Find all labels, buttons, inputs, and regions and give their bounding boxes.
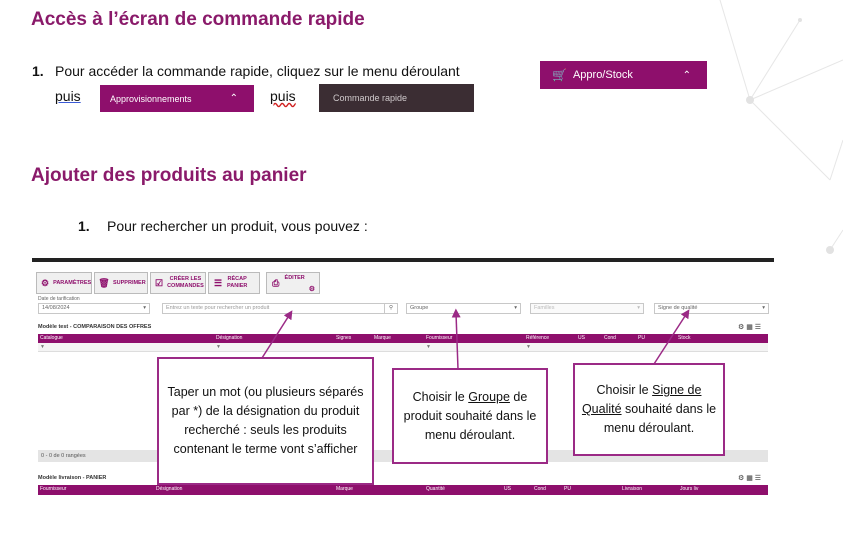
- date-field[interactable]: 14/08/2024 ▾: [38, 303, 150, 314]
- grid-tools-icons[interactable]: ⚙ ▦ ☰: [738, 324, 762, 331]
- menu-approvisionnements-label: Approvisionnements: [110, 93, 192, 104]
- check-icon: ☑: [155, 277, 164, 288]
- offres-grid-header: Catalogue Désignation Signes Marque Four…: [38, 334, 768, 343]
- chevron-down-icon: ▾: [143, 305, 146, 311]
- menu-approvisionnements-button[interactable]: Approvisionnements ⌃: [100, 85, 254, 112]
- filter-icon: ▼: [216, 344, 221, 350]
- col-jours-liv[interactable]: Jours liv: [680, 486, 699, 492]
- menu-appro-stock-button[interactable]: 🛒 Appro/Stock ⌃: [540, 61, 707, 89]
- col-cond[interactable]: Cond: [534, 486, 546, 492]
- recap-panier-button[interactable]: ☰ RÉCAP PANIER: [208, 272, 260, 294]
- callout-signe-qualite: Choisir le Signe de Qualité souhaité dan…: [573, 363, 725, 456]
- trash-icon: 🗑: [98, 277, 110, 288]
- signe-link-text: Signe de Qualité: [581, 383, 702, 416]
- offres-filter-row[interactable]: ▼ ▼ ▼ ▼: [38, 343, 768, 352]
- chevron-up-icon: ⌃: [682, 69, 691, 81]
- familles-select[interactable]: Familles ▾: [530, 303, 644, 314]
- settings-small-icon: ⚙: [308, 286, 315, 293]
- basket-icon: 🛒: [552, 68, 567, 82]
- puis-text-1: puis: [55, 88, 81, 104]
- col-reference[interactable]: Référence: [526, 335, 550, 341]
- chevron-down-icon: ▾: [637, 305, 640, 311]
- panier-grid-title: Modèle livraison - PANIER: [38, 475, 107, 481]
- filter-icon: ▼: [426, 344, 431, 350]
- callout-groupe: Choisir le Groupe de produit souhaité da…: [392, 368, 548, 464]
- step-number-2: 1.: [78, 218, 90, 234]
- col-signes[interactable]: Signes: [336, 335, 352, 341]
- col-marque[interactable]: Marque: [374, 335, 391, 341]
- col-pu[interactable]: PU: [564, 486, 571, 492]
- chevron-down-icon: ▾: [762, 305, 765, 311]
- col-fournisseur[interactable]: Fournisseur: [40, 486, 67, 492]
- creer-commandes-button[interactable]: ☑ CRÉER LES COMMANDES: [150, 272, 206, 294]
- menu-commande-rapide-button[interactable]: Commande rapide: [319, 84, 474, 112]
- section-title-acces: Accès à l’écran de commande rapide: [31, 9, 365, 30]
- col-stock[interactable]: Stock: [678, 335, 691, 341]
- col-fournisseur[interactable]: Fournisseur: [426, 335, 453, 341]
- step-number: 1.: [32, 63, 44, 79]
- col-catalogue[interactable]: Catalogue: [40, 335, 63, 341]
- menu-appro-stock-label: Appro/Stock: [572, 69, 633, 81]
- step-text-recherche: Pour rechercher un produit, vous pouvez …: [107, 218, 368, 234]
- callout-recherche-mot: Taper un mot (ou plusieurs séparés par *…: [157, 357, 374, 485]
- chevron-down-icon: ▾: [514, 305, 517, 311]
- panier-grid-header: Fournisseur Désignation Marque Quantité …: [38, 485, 768, 495]
- section-title-ajouter: Ajouter des produits au panier: [31, 165, 307, 186]
- chevron-up-icon: ⌃: [229, 93, 238, 104]
- col-livraison[interactable]: Livraison: [622, 486, 643, 492]
- printer-icon: ⎙: [272, 277, 280, 288]
- filter-icon: ▼: [40, 344, 45, 350]
- col-us[interactable]: US: [578, 335, 585, 341]
- offres-grid-title: Modèle test - COMPARAISON DES OFFRES: [38, 324, 152, 330]
- col-quantite[interactable]: Quantité: [426, 486, 445, 492]
- groupe-select[interactable]: Groupe ▾: [406, 303, 521, 314]
- col-designation[interactable]: Désignation: [156, 486, 183, 492]
- col-pu[interactable]: PU: [638, 335, 645, 341]
- parametres-button[interactable]: ⚙ PARAMÈTRES: [36, 272, 92, 294]
- col-marque[interactable]: Marque: [336, 486, 353, 492]
- supprimer-button[interactable]: 🗑 SUPPRIMER: [94, 272, 148, 294]
- panier-tools-icons[interactable]: ⚙ ▦ ☰: [738, 475, 762, 482]
- step-text-acces: Pour accéder la commande rapide, cliquez…: [55, 63, 460, 79]
- col-us[interactable]: US: [504, 486, 511, 492]
- col-cond[interactable]: Cond: [604, 335, 616, 341]
- col-designation[interactable]: Désignation: [216, 335, 243, 341]
- signe-qualite-select[interactable]: Signe de qualité ▾: [654, 303, 769, 314]
- groupe-link-text: Groupe: [468, 389, 510, 404]
- editer-button[interactable]: ⎙ ÉDITER ⚙: [266, 272, 320, 294]
- decorative-network: [719, 0, 843, 254]
- list-icon: ☰: [213, 277, 223, 288]
- filter-icon: ▼: [526, 344, 531, 350]
- puis-text-2: puis: [270, 88, 296, 104]
- search-icon[interactable]: ⚲: [384, 303, 398, 314]
- date-label: Date de tarification: [38, 296, 80, 302]
- gear-icon: ⚙: [41, 277, 50, 288]
